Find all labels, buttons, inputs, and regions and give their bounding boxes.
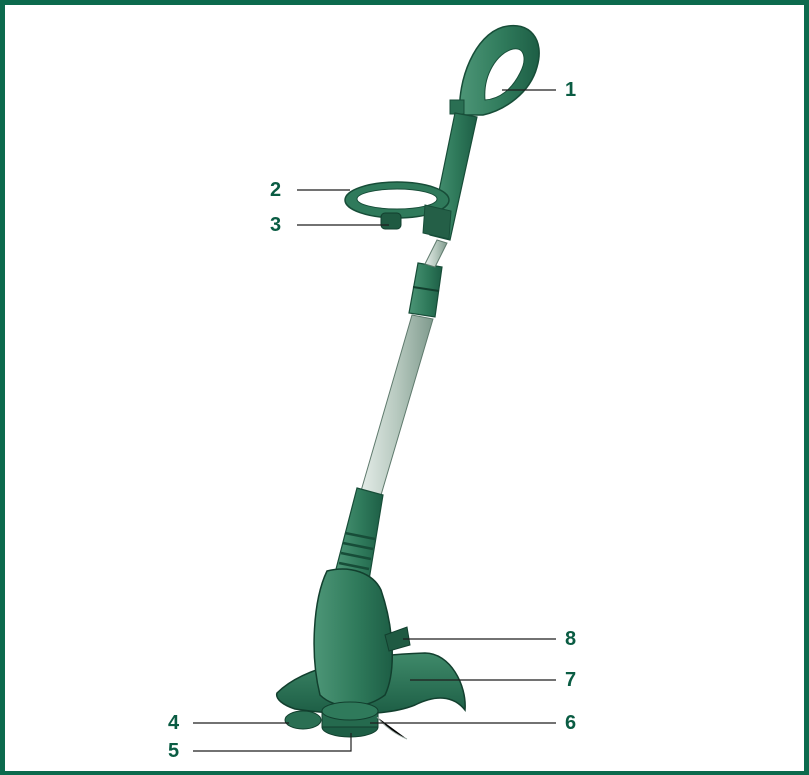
callout-6: 6 bbox=[565, 713, 576, 733]
auxiliary-handle bbox=[345, 182, 451, 239]
main-handle bbox=[450, 26, 539, 115]
callout-3: 3 bbox=[270, 215, 281, 235]
callout-5: 5 bbox=[168, 741, 179, 761]
telescopic-shaft bbox=[361, 315, 433, 495]
callout-8: 8 bbox=[565, 629, 576, 649]
motor-housing bbox=[314, 569, 392, 706]
leader-line-5 bbox=[193, 733, 351, 751]
grass-trimmer-illustration bbox=[5, 5, 809, 775]
callout-1: 1 bbox=[565, 80, 576, 100]
callout-4: 4 bbox=[168, 713, 179, 733]
motor-neck bbox=[335, 488, 383, 580]
callout-2: 2 bbox=[270, 180, 281, 200]
callout-7: 7 bbox=[565, 670, 576, 690]
